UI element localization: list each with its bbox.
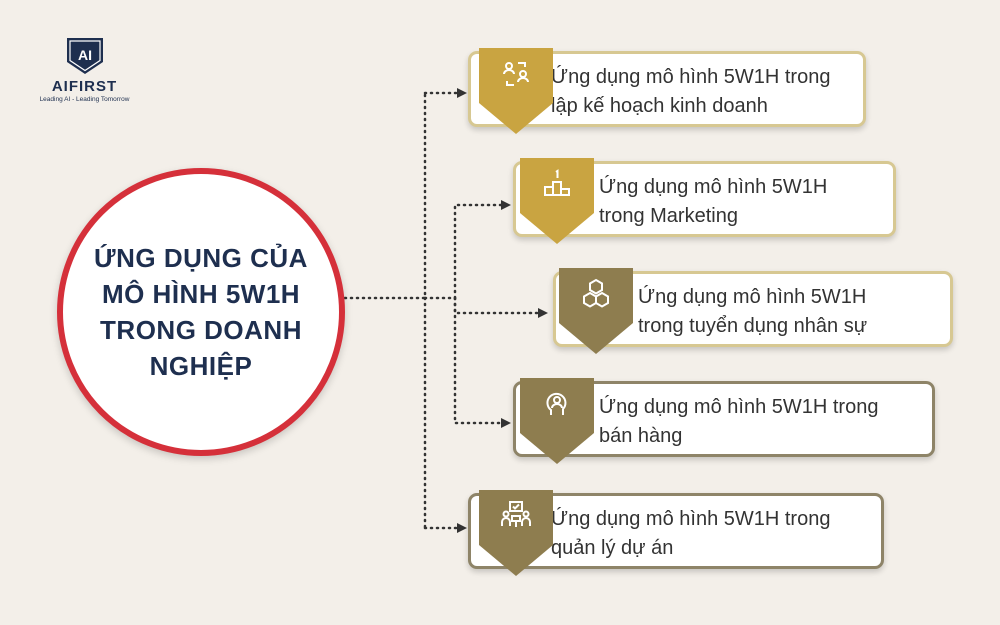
card-text: Ứng dụng mô hình 5W1H trong bán hàng bbox=[599, 393, 878, 451]
brand-name: AIFIRST bbox=[51, 78, 118, 95]
connector-4 bbox=[453, 296, 511, 428]
center-topic-circle: ỨNG DỤNG CỦA MÔ HÌNH 5W1H TRONG DOANH NG… bbox=[57, 168, 345, 456]
logo-mark-text: AI bbox=[78, 47, 92, 63]
card-text-line1: Ứng dụng mô hình 5W1H trong bbox=[599, 396, 879, 418]
application-card-recruitment: Ứng dụng mô hình 5W1H trong tuyển dụng n… bbox=[553, 271, 953, 347]
card-text-line1: Ứng dụng mô hình 5W1H bbox=[638, 286, 867, 308]
brand-tagline: Leading AI - Leading Tomorrow bbox=[39, 96, 130, 103]
shield-logo-icon: AI bbox=[66, 38, 103, 74]
people-exchange-icon bbox=[503, 62, 529, 86]
brand-logo: AI AIFIRST Leading AI - Leading Tomorrow bbox=[22, 36, 147, 103]
card-text-line2: lập kế hoạch kinh doanh bbox=[551, 95, 768, 117]
center-topic-title: ỨNG DỤNG CỦA MÔ HÌNH 5W1H TRONG DOANH NG… bbox=[94, 243, 308, 381]
card-text-line2: trong tuyển dụng nhân sự bbox=[638, 315, 868, 337]
connector-2 bbox=[423, 200, 511, 300]
head-user-icon bbox=[546, 392, 567, 415]
card-text-line2: trong Marketing bbox=[599, 205, 738, 227]
connector-trunk bbox=[343, 91, 427, 300]
card-text: Ứng dụng mô hình 5W1H trong quản lý dự á… bbox=[551, 505, 830, 563]
connector-3 bbox=[453, 296, 548, 318]
card-text-line2: bán hàng bbox=[599, 425, 683, 447]
team-task-icon bbox=[501, 501, 531, 527]
boxes-icon bbox=[583, 278, 609, 308]
card-text: Ứng dụng mô hình 5W1H trong tuyển dụng n… bbox=[638, 283, 867, 341]
card-text: Ứng dụng mô hình 5W1H trong lập kế hoạch… bbox=[551, 63, 830, 121]
card-text-line2: quản lý dự án bbox=[551, 537, 674, 559]
card-text-line1: Ứng dụng mô hình 5W1H trong bbox=[551, 66, 831, 88]
card-text-line1: Ứng dụng mô hình 5W1H trong bbox=[551, 508, 831, 530]
podium-icon bbox=[544, 169, 570, 196]
card-text-line1: Ứng dụng mô hình 5W1H bbox=[599, 176, 828, 198]
card-text: Ứng dụng mô hình 5W1H trong Marketing bbox=[599, 173, 827, 231]
